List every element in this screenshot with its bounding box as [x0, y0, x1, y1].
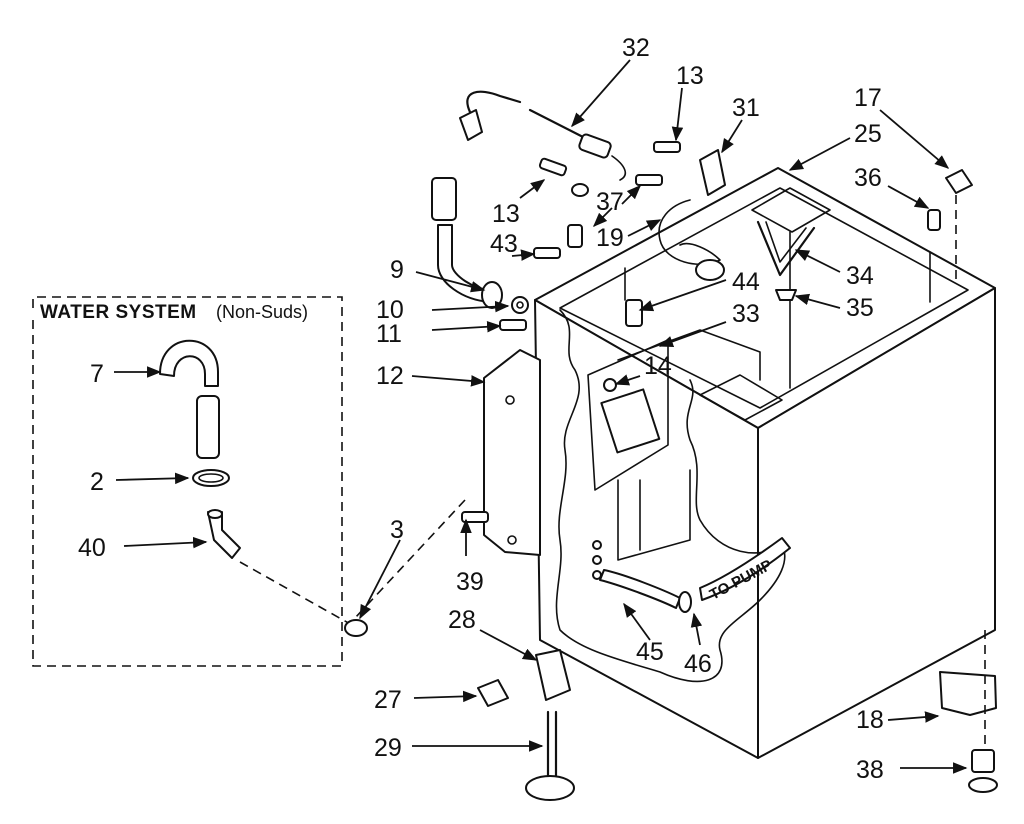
callout-25: 25	[854, 120, 882, 148]
water-system-subtitle: (Non-Suds)	[216, 302, 308, 322]
callout-35: 35	[846, 294, 874, 322]
water-system-title: WATER SYSTEM	[40, 302, 197, 323]
callout-39: 39	[456, 568, 484, 596]
water-system-box: WATER SYSTEM (Non-Suds)	[32, 296, 353, 667]
bracket-28	[535, 649, 571, 701]
callout-13-top: 13	[676, 62, 704, 90]
water-valve-33	[600, 388, 661, 454]
clip-17	[945, 169, 973, 194]
clip-31	[699, 149, 726, 196]
clip-27	[477, 679, 509, 707]
hose-section	[196, 395, 220, 459]
rear-panel-12	[483, 349, 541, 556]
callout-34: 34	[846, 262, 874, 290]
washer-10	[511, 296, 529, 314]
grommet-35	[775, 289, 797, 301]
callout-3: 3	[390, 516, 404, 544]
screw-13b	[538, 157, 568, 177]
callout-10: 10	[376, 296, 404, 324]
callout-18: 18	[856, 706, 884, 734]
callout-2: 2	[90, 468, 104, 496]
screw-11	[499, 319, 527, 331]
screw-36	[927, 209, 941, 231]
callout-14: 14	[644, 352, 672, 380]
bracket-18	[939, 671, 997, 716]
callout-13-left: 13	[492, 200, 520, 228]
hose-7	[159, 339, 219, 387]
callout-40: 40	[78, 534, 106, 562]
callout-43: 43	[490, 230, 518, 258]
cord-32	[466, 90, 522, 114]
callout-37: 37	[596, 188, 624, 216]
screw-43	[533, 247, 561, 259]
screw-13a	[653, 141, 681, 153]
callout-17: 17	[854, 84, 882, 112]
callout-32: 32	[622, 34, 650, 62]
fitting-40	[207, 511, 241, 559]
screw-38	[971, 749, 995, 773]
callout-29: 29	[374, 734, 402, 762]
callout-19: 19	[596, 224, 624, 252]
callout-46: 46	[684, 650, 712, 678]
pump-hose	[699, 537, 791, 601]
callout-arrows	[114, 59, 968, 774]
hose-9-end	[431, 177, 457, 221]
clamp-2	[192, 469, 230, 487]
harness-19	[658, 199, 721, 265]
callout-28: 28	[448, 606, 476, 634]
clip-3	[344, 619, 368, 637]
screw-37	[635, 174, 663, 186]
callout-7: 7	[90, 360, 104, 388]
switch-44	[625, 299, 643, 327]
callout-31: 31	[732, 94, 760, 122]
callout-45: 45	[636, 638, 664, 666]
callout-9: 9	[390, 256, 404, 284]
callout-12: 12	[376, 362, 404, 390]
callout-27: 27	[374, 686, 402, 714]
callout-36: 36	[854, 164, 882, 192]
clamp-46	[678, 591, 692, 613]
callout-33: 33	[732, 300, 760, 328]
washer-cabinet: TO PUMP	[534, 167, 996, 759]
callout-38: 38	[856, 756, 884, 784]
callout-44: 44	[732, 268, 760, 296]
callout-11: 11	[376, 320, 402, 348]
